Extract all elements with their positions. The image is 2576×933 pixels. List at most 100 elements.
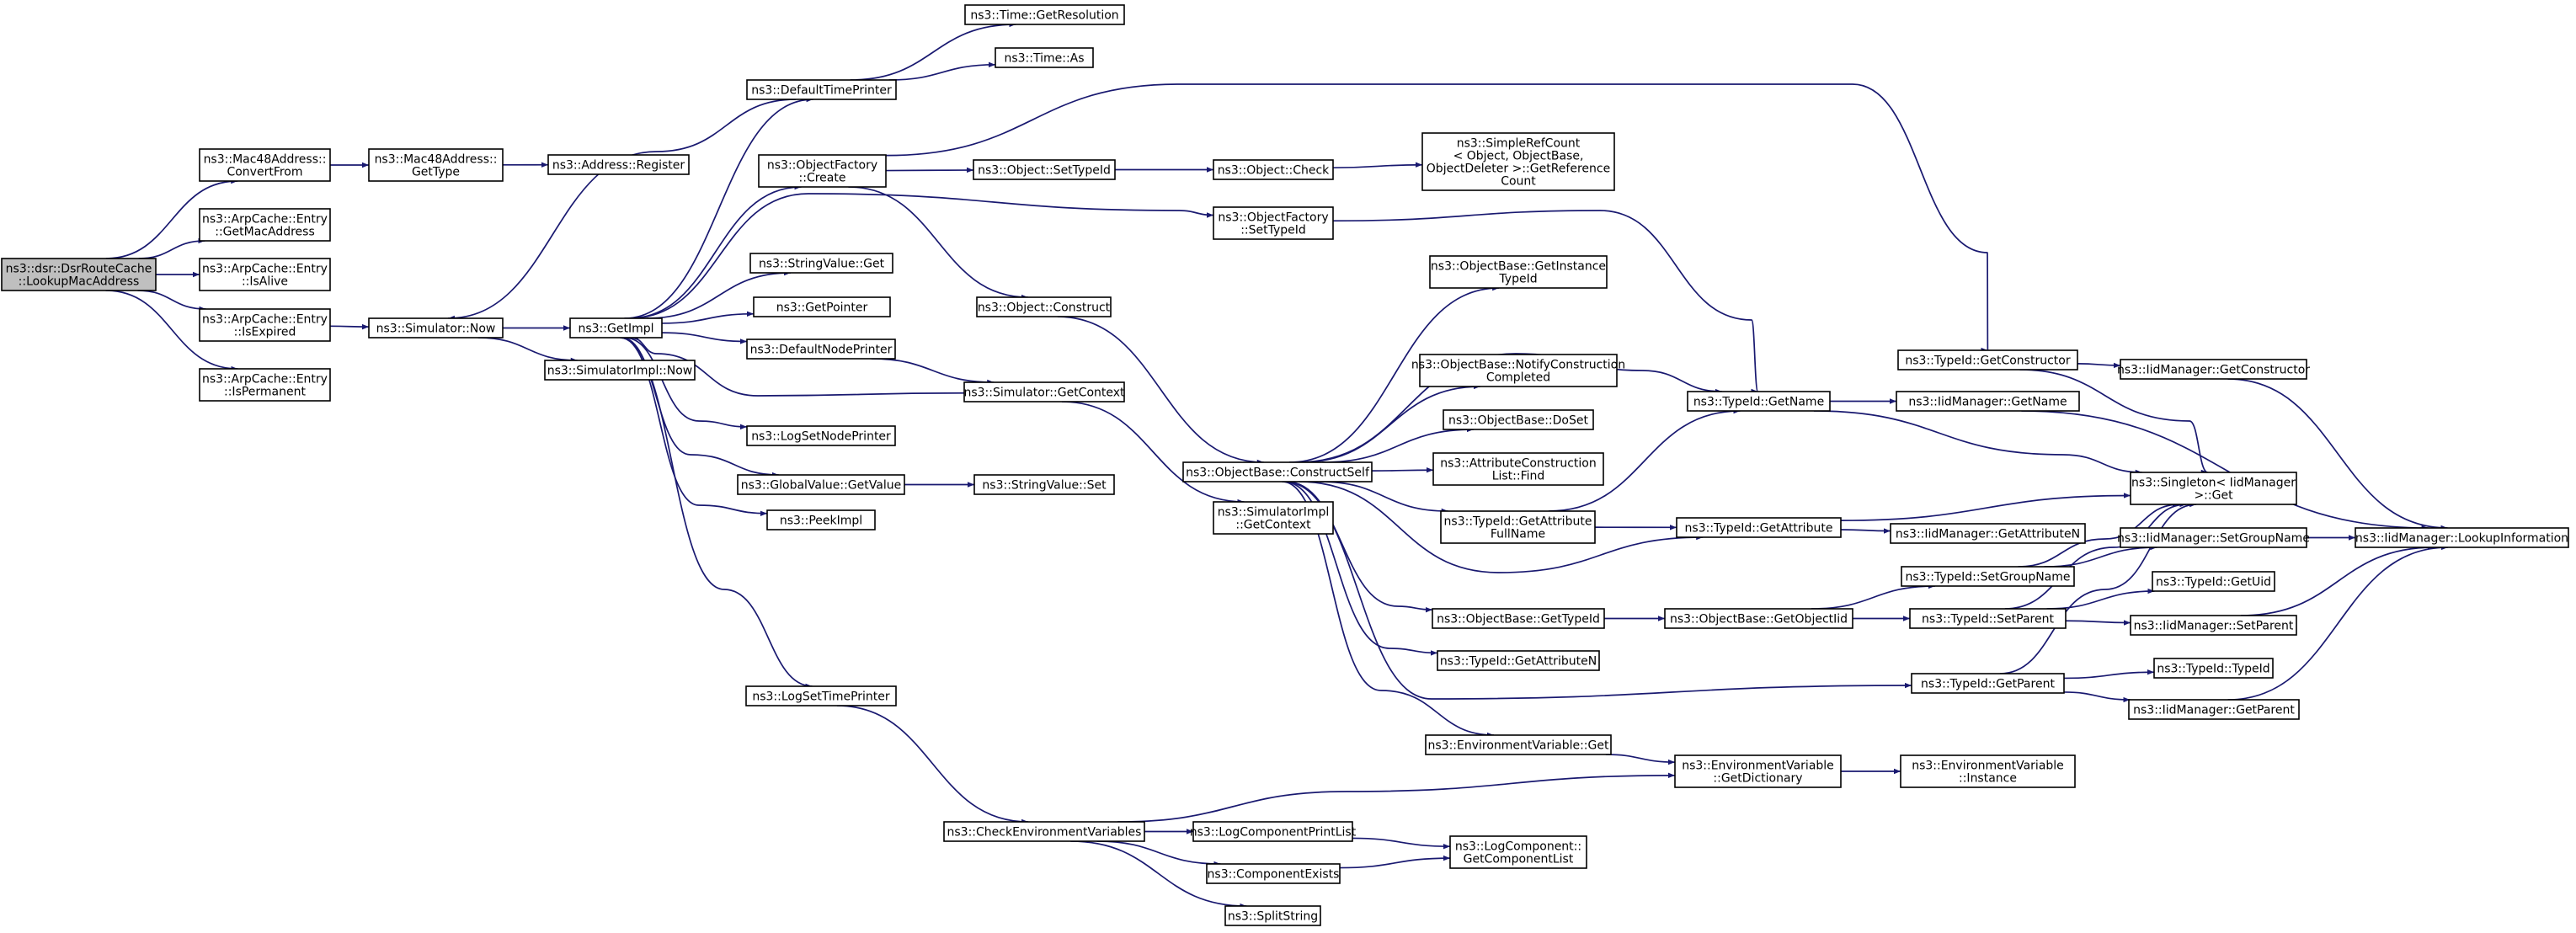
node-deftimeprinter[interactable]: ns3::DefaultTimePrinter	[746, 79, 897, 100]
edge-constructself-to-ob-gettid	[1286, 481, 1433, 613]
node-arp-isalive[interactable]: ns3::ArpCache::Entry::IsAlive	[199, 258, 331, 291]
node-label: ns3::DefaultNodePrinter	[750, 344, 893, 357]
node-root[interactable]: ns3::dsr::DsrRouteCache::LookupMacAddres…	[1, 258, 157, 291]
node-simimpl-now[interactable]: ns3::SimulatorImpl::Now	[544, 360, 696, 381]
node-iid-setparent[interactable]: ns3::IidManager::SetParent	[2130, 615, 2297, 636]
node-label: ::IsAlive	[242, 275, 288, 289]
node-label: ns3::SimulatorImpl	[1218, 506, 1330, 520]
node-arp-isexpired[interactable]: ns3::ArpCache::Entry::IsExpired	[199, 308, 331, 342]
node-ob-gettid[interactable]: ns3::ObjectBase::GetTypeId	[1432, 608, 1605, 629]
node-box	[746, 79, 897, 100]
edge-line	[2241, 544, 2435, 616]
node-box	[1213, 206, 1334, 240]
node-getpointer[interactable]: ns3::GetPointer	[753, 296, 891, 317]
node-label: ns3::dsr::DsrRouteCache	[6, 263, 152, 276]
node-time-as[interactable]: ns3::Time::As	[995, 47, 1094, 68]
edge-line	[2046, 588, 2155, 610]
node-objfact-settid[interactable]: ns3::ObjectFactory::SetTypeId	[1213, 206, 1334, 240]
node-logcompprint[interactable]: ns3::LogComponentPrintList	[1190, 821, 1357, 842]
edge-getimpl-to-logsettime	[620, 337, 813, 690]
node-tid-setgroup[interactable]: ns3::TypeId::SetGroupName	[1901, 566, 2075, 587]
node-box	[1213, 159, 1334, 180]
edge-line	[1283, 481, 1912, 700]
node-mac48conv[interactable]: ns3::Mac48Address::ConvertFrom	[199, 148, 331, 182]
node-label: ns3::GetImpl	[578, 323, 653, 336]
edge-objfact-settid-to-tid-getname	[1332, 210, 1759, 395]
node-sim-now[interactable]: ns3::Simulator::Now	[368, 317, 504, 339]
node-tid-setparent[interactable]: ns3::TypeId::SetParent	[1909, 608, 2067, 629]
edge-line	[1286, 481, 1433, 613]
node-arp-getmac[interactable]: ns3::ArpCache::Entry::GetMacAddress	[199, 208, 331, 242]
node-tid-getparent[interactable]: ns3::TypeId::GetParent	[1911, 673, 2065, 694]
node-tid-tid[interactable]: ns3::TypeId::TypeId	[2153, 658, 2274, 679]
node-tid-getctor[interactable]: ns3::TypeId::GetConstructor	[1897, 349, 2078, 371]
edge-line	[624, 96, 813, 319]
node-label: ns3::LogComponent::	[1455, 840, 1581, 854]
node-arp-isperm[interactable]: ns3::ArpCache::Entry::IsPermanent	[199, 368, 331, 402]
node-addr-reg[interactable]: ns3::Address::Register	[547, 154, 690, 175]
node-label: ns3::DefaultTimePrinter	[751, 84, 892, 98]
edge-line	[836, 705, 1029, 825]
node-box	[569, 317, 663, 339]
node-compexists[interactable]: ns3::ComponentExists	[1206, 863, 1341, 884]
node-iid-getctor[interactable]: ns3::IidManager::GetConstructor	[2117, 359, 2310, 380]
node-label: ::Instance	[1959, 772, 2017, 786]
node-iid-getparent[interactable]: ns3::IidManager::GetParent	[2128, 699, 2300, 720]
edge-line	[1096, 840, 1221, 867]
node-notifyconstr[interactable]: ns3::ObjectBase::NotifyConstructionCompl…	[1411, 354, 1625, 387]
node-logsettime[interactable]: ns3::LogSetTimePrinter	[745, 685, 897, 706]
node-tid-getattrn[interactable]: ns3::TypeId::GetAttributeN	[1437, 650, 1600, 671]
node-iid-setgroup[interactable]: ns3::IidManager::SetGroupName	[2117, 527, 2310, 548]
node-box	[1182, 461, 1373, 482]
node-getimpl[interactable]: ns3::GetImpl	[569, 317, 663, 339]
node-simimpl-getctx[interactable]: ns3::SimulatorImpl::GetContext	[1213, 501, 1334, 535]
node-tid-getname[interactable]: ns3::TypeId::GetName	[1687, 391, 1831, 412]
node-box	[199, 148, 331, 182]
edge-tid-getattr-to-iid-getattrn	[1840, 528, 1891, 534]
node-box	[1425, 734, 1612, 755]
node-envvar-get[interactable]: ns3::EnvironmentVariable::Get	[1425, 734, 1612, 755]
node-iid-getattrn[interactable]: ns3::IidManager::GetAttributeN	[1890, 523, 2086, 544]
node-logsetnode[interactable]: ns3::LogSetNodePrinter	[746, 425, 896, 446]
node-box	[2130, 472, 2297, 505]
edge-line	[1057, 316, 1264, 466]
node-label: ns3::Address::Register	[552, 159, 685, 173]
node-logcomp-getlist[interactable]: ns3::LogComponent::GetComponentList	[1449, 835, 1587, 869]
node-label: ns3::Object::SetTypeId	[978, 164, 1111, 178]
edge-line	[1999, 501, 2197, 674]
node-time-getres[interactable]: ns3::Time::GetResolution	[964, 4, 1125, 25]
node-tid-getattr[interactable]: ns3::TypeId::GetAttribute	[1676, 517, 1842, 538]
node-ob-getobjtid[interactable]: ns3::ObjectBase::GetObjectIid	[1664, 608, 1853, 629]
node-label: ns3::IidManager::GetAttributeN	[1896, 528, 2080, 541]
node-checkenv[interactable]: ns3::CheckEnvironmentVariables	[943, 821, 1145, 842]
edge-tid-getname-to-singleton-get	[1813, 410, 2142, 476]
node-strval-set[interactable]: ns3::StringValue::Set	[973, 474, 1115, 495]
node-label: ObjectDeleter >::GetReference	[1427, 163, 1610, 176]
node-envvar-inst[interactable]: ns3::EnvironmentVariable::Instance	[1900, 754, 2076, 788]
node-iid-lookup[interactable]: ns3::IidManager::LookupInformation	[2355, 527, 2569, 548]
node-peekimpl[interactable]: ns3::PeekImpl	[766, 509, 876, 530]
node-sim-getctx[interactable]: ns3::Simulator::GetContext	[963, 381, 1125, 403]
node-globalval-get[interactable]: ns3::GlobalValue::GetValue	[737, 474, 905, 495]
edge-line	[661, 332, 748, 344]
node-singleton-get[interactable]: ns3::Singleton< IidManager>::Get	[2130, 472, 2297, 505]
node-tid-getuid[interactable]: ns3::TypeId::GetUid	[2152, 571, 2275, 592]
node-box	[1896, 391, 2080, 412]
node-iid-getname[interactable]: ns3::IidManager::GetName	[1896, 391, 2080, 412]
node-obj-construct[interactable]: ns3::Object::Construct	[976, 296, 1112, 317]
node-defnodeprinter[interactable]: ns3::DefaultNodePrinter	[746, 339, 896, 360]
node-objfact-create[interactable]: ns3::ObjectFactory::Create	[758, 154, 887, 188]
node-strval-get[interactable]: ns3::StringValue::Get	[749, 253, 893, 274]
node-box	[1901, 566, 2075, 587]
node-mac48type[interactable]: ns3::Mac48Address::GetType	[368, 148, 504, 182]
node-envvar-getdict[interactable]: ns3::EnvironmentVariable::GetDictionary	[1674, 754, 1842, 788]
node-obj-settid[interactable]: ns3::Object::SetTypeId	[973, 159, 1116, 180]
node-splitstring[interactable]: ns3::SplitString	[1224, 905, 1321, 926]
node-doset[interactable]: ns3::ObjectBase::DoSet	[1443, 409, 1594, 430]
node-constructself[interactable]: ns3::ObjectBase::ConstructSelf	[1182, 461, 1373, 482]
node-obj-check[interactable]: ns3::Object::Check	[1213, 159, 1334, 180]
node-simplerefcount[interactable]: ns3::SimpleRefCount< Object, ObjectBase,…	[1421, 132, 1615, 191]
